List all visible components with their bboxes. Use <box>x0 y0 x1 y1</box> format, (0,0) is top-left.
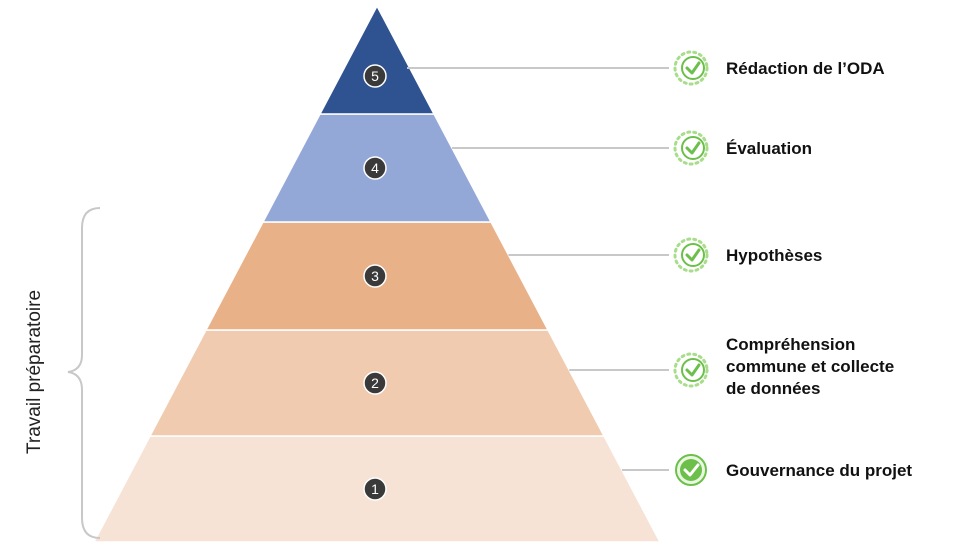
level-number-badge: 2 <box>363 371 387 395</box>
label-line: de données <box>726 379 820 398</box>
level-number: 1 <box>371 481 379 497</box>
level-number: 4 <box>371 160 379 176</box>
label-line: Hypothèses <box>726 246 822 265</box>
level-number-badge: 5 <box>363 64 387 88</box>
level-number: 2 <box>371 375 379 391</box>
connector-lines <box>407 67 669 471</box>
level-label-5: Rédaction de l’ODA <box>726 59 885 78</box>
check-circle-icon <box>673 130 709 166</box>
label-line: Évaluation <box>726 139 812 158</box>
check-icons <box>673 50 709 486</box>
pyramid-level-5 <box>318 4 436 115</box>
bracket <box>67 207 101 539</box>
level-label-4: Évaluation <box>726 139 812 158</box>
label-line: commune et collecte <box>726 357 894 376</box>
check-circle-icon <box>673 352 709 388</box>
check-circle-icon <box>673 50 709 86</box>
side-label: Travail préparatoire <box>24 290 45 454</box>
level-number: 5 <box>371 68 379 84</box>
label-line: Compréhension <box>726 335 855 354</box>
level-number: 3 <box>371 268 379 284</box>
label-line: Gouvernance du projet <box>726 461 912 480</box>
level-badges: 1 2 3 4 5 <box>363 64 387 501</box>
level-label-2: Compréhension commune et collecte de donné… <box>726 335 894 398</box>
level-number-badge: 1 <box>363 477 387 501</box>
level-labels: Gouvernance du projet Compréhension commun… <box>726 59 912 480</box>
level-label-1: Gouvernance du projet <box>726 461 912 480</box>
check-circle-icon <box>675 454 707 486</box>
level-number-badge: 3 <box>363 264 387 288</box>
level-label-3: Hypothèses <box>726 246 822 265</box>
check-circle-icon <box>673 237 709 273</box>
level-number-badge: 4 <box>363 156 387 180</box>
label-line: Rédaction de l’ODA <box>726 59 885 78</box>
